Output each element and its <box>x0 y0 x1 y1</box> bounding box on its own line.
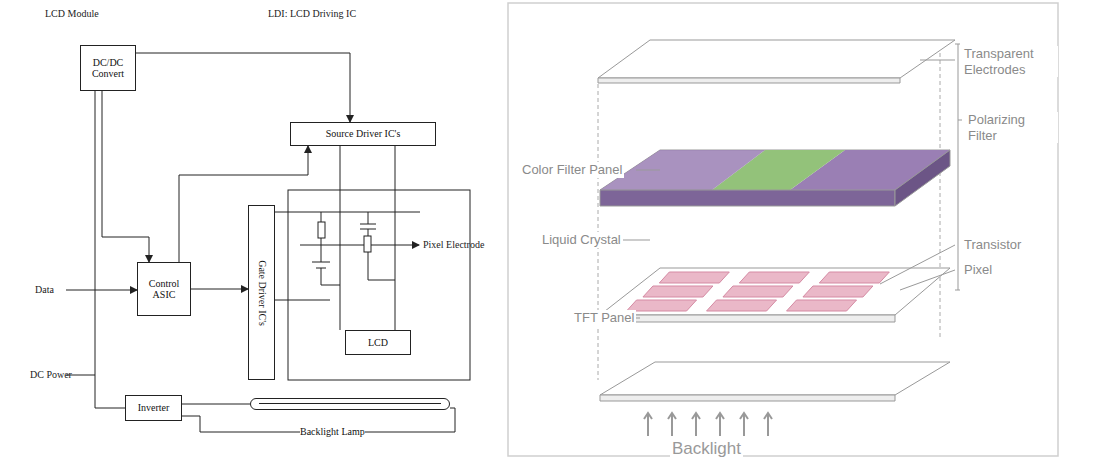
part-label: Polarizing Filter <box>966 112 1058 143</box>
signal-label: Pixel Electrode <box>423 239 484 251</box>
signal-connector <box>191 289 248 290</box>
block-box: LCD <box>345 330 411 355</box>
part-label: Transparent Electrodes <box>962 46 1058 77</box>
signal-connector <box>179 146 308 262</box>
block-label: Inverter <box>138 402 170 414</box>
part-label: Color Filter Panel <box>520 162 624 178</box>
signal-label: DC Power <box>30 369 72 381</box>
part-label: TFT Panel <box>572 310 636 326</box>
part-label: Pixel <box>962 262 994 278</box>
signal-connector <box>102 91 149 262</box>
schematic-wires <box>66 91 470 432</box>
block-box: Gate Driver IC's <box>248 205 275 380</box>
part-label: Backlight <box>670 439 743 459</box>
lcd-exploded-view <box>508 3 1058 456</box>
block-label: Gate Driver IC's <box>256 260 268 326</box>
block-label: Backlight Lamp <box>300 426 365 438</box>
block-label: Source Driver IC's <box>326 128 401 140</box>
block-box: DC/DC Convert <box>80 45 136 91</box>
block-box: Source Driver IC's <box>290 122 436 146</box>
part-label: Liquid Crystal <box>540 232 623 248</box>
signal-connector <box>136 53 350 122</box>
block-label: LCD <box>368 337 388 349</box>
block-label: Control ASIC <box>141 278 187 301</box>
signal-connector <box>182 404 250 405</box>
signal-label: Data <box>35 284 54 296</box>
part-label: Transistor <box>962 237 1023 253</box>
lamp-tube <box>250 398 450 410</box>
connectors <box>102 53 350 404</box>
signal-label: LDI: LCD Driving IC <box>268 8 360 20</box>
backlight-lamp: Backlight Lamp <box>250 396 450 444</box>
block-label: DC/DC Convert <box>84 57 132 80</box>
block-box: Inverter <box>125 395 182 421</box>
block-box: Control ASIC <box>137 262 191 316</box>
signal-label: LCD Module <box>45 8 99 20</box>
